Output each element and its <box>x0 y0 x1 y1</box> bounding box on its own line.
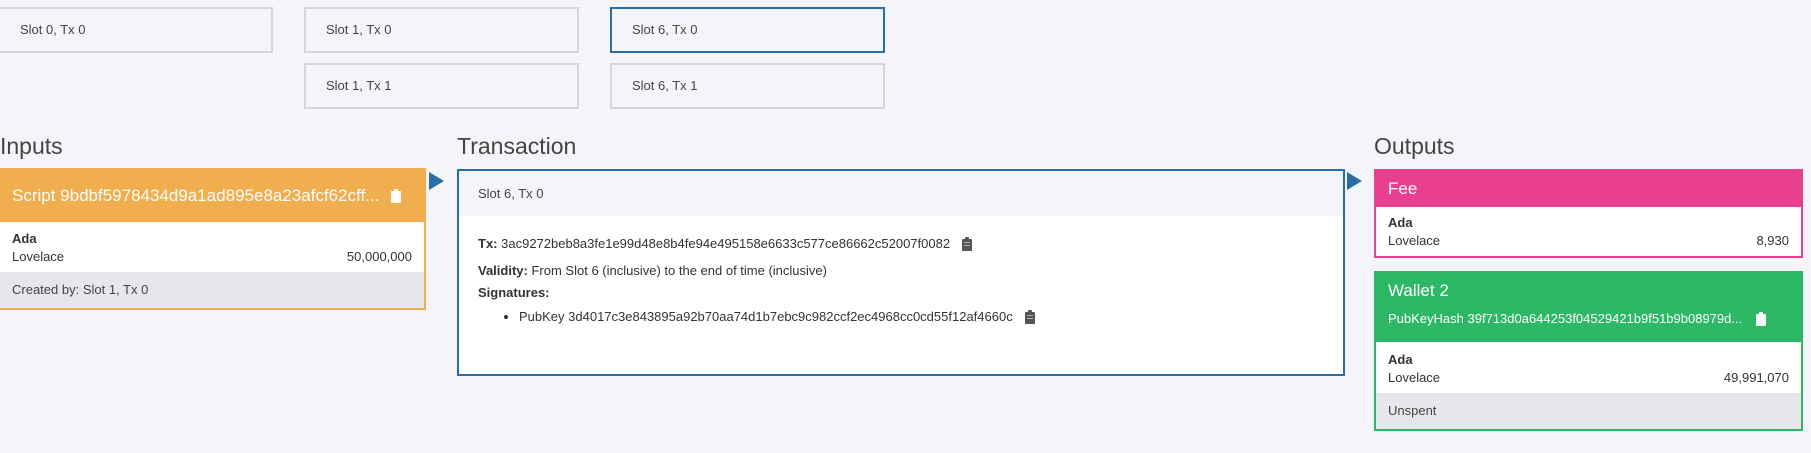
validity-line: Validity: From Slot 6 (inclusive) to the… <box>478 263 1324 279</box>
clipboard-icon[interactable] <box>1756 311 1767 326</box>
fee-value: Ada Lovelace 8,930 <box>1376 207 1801 256</box>
token-label: Lovelace <box>1388 370 1441 385</box>
input-script-hash: Script 9bdbf5978434d9a1ad895e8a23afcf62c… <box>12 186 380 205</box>
inputs-title: Inputs <box>0 133 63 159</box>
triangle-right-icon <box>1347 172 1362 190</box>
input-value: Ada Lovelace 50,000,000 <box>0 222 424 272</box>
input-card-header: Script 9bdbf5978434d9a1ad895e8a23afcf62c… <box>0 170 424 222</box>
wallet-header: Wallet 2 PubKeyHash 39f713d0a644253f0452… <box>1376 273 1801 342</box>
validity-label: Validity: <box>478 263 528 278</box>
token-amount: 50,000,000 <box>346 249 412 264</box>
token-label: Lovelace <box>1388 233 1441 248</box>
token-amount: 49,991,070 <box>1723 370 1789 385</box>
signatures-label: Signatures: <box>478 285 550 300</box>
wallet-pubkeyhash: PubKeyHash 39f713d0a644253f04529421b9f51… <box>1388 311 1743 326</box>
signature-item: PubKey 3d4017c3e843895a92b70aa74d1b7ebc9… <box>519 307 1324 327</box>
transaction-box: Slot 6, Tx 0 Tx: 3ac9272beb8a3fe1e99d48e… <box>457 169 1345 376</box>
fee-output-card: Fee Ada Lovelace 8,930 <box>1374 169 1803 258</box>
wallet-name: Wallet 2 <box>1388 281 1449 300</box>
token-amount: 8,930 <box>1756 233 1789 248</box>
slot-button-s1tx1[interactable]: Slot 1, Tx 1 <box>304 63 579 109</box>
currency-label: Ada <box>1388 215 1413 230</box>
signatures-heading: Signatures: <box>478 285 1324 301</box>
wallet-value: Ada Lovelace 49,991,070 <box>1376 342 1801 393</box>
transaction-title: Transaction <box>457 133 577 159</box>
slot-button-s6tx0[interactable]: Slot 6, Tx 0 <box>610 7 885 53</box>
triangle-right-icon <box>429 172 444 190</box>
currency-label: Ada <box>1388 352 1413 367</box>
signature-pubkey: PubKey 3d4017c3e843895a92b70aa74d1b7ebc9… <box>519 309 1013 324</box>
token-label: Lovelace <box>12 249 65 264</box>
tx-label: Tx: <box>478 236 498 251</box>
clipboard-icon[interactable] <box>962 236 973 251</box>
created-by-link[interactable]: Created by: Slot 1, Tx 0 <box>0 272 424 308</box>
validity-value: From Slot 6 (inclusive) to the end of ti… <box>531 263 827 278</box>
signatures-list: PubKey 3d4017c3e843895a92b70aa74d1b7ebc9… <box>478 307 1324 327</box>
tx-id-line: Tx: 3ac9272beb8a3fe1e99d48e8b4fe94e49515… <box>478 236 1324 252</box>
slot-button-s0tx0[interactable]: Slot 0, Tx 0 <box>0 7 273 53</box>
tx-hash: 3ac9272beb8a3fe1e99d48e8b4fe94e495158e66… <box>501 236 951 251</box>
currency-label: Ada <box>12 231 37 246</box>
input-card: Script 9bdbf5978434d9a1ad895e8a23afcf62c… <box>0 168 426 310</box>
slot-button-s6tx1[interactable]: Slot 6, Tx 1 <box>610 63 885 109</box>
clipboard-icon[interactable] <box>1024 309 1035 324</box>
transaction-header: Slot 6, Tx 0 <box>459 171 1343 216</box>
unspent-status: Unspent <box>1376 393 1801 429</box>
clipboard-icon[interactable] <box>391 188 402 203</box>
slot-button-s1tx0[interactable]: Slot 1, Tx 0 <box>304 7 579 53</box>
outputs-title: Outputs <box>1374 133 1455 159</box>
wallet-output-card: Wallet 2 PubKeyHash 39f713d0a644253f0452… <box>1374 271 1803 431</box>
fee-header: Fee <box>1376 171 1801 207</box>
